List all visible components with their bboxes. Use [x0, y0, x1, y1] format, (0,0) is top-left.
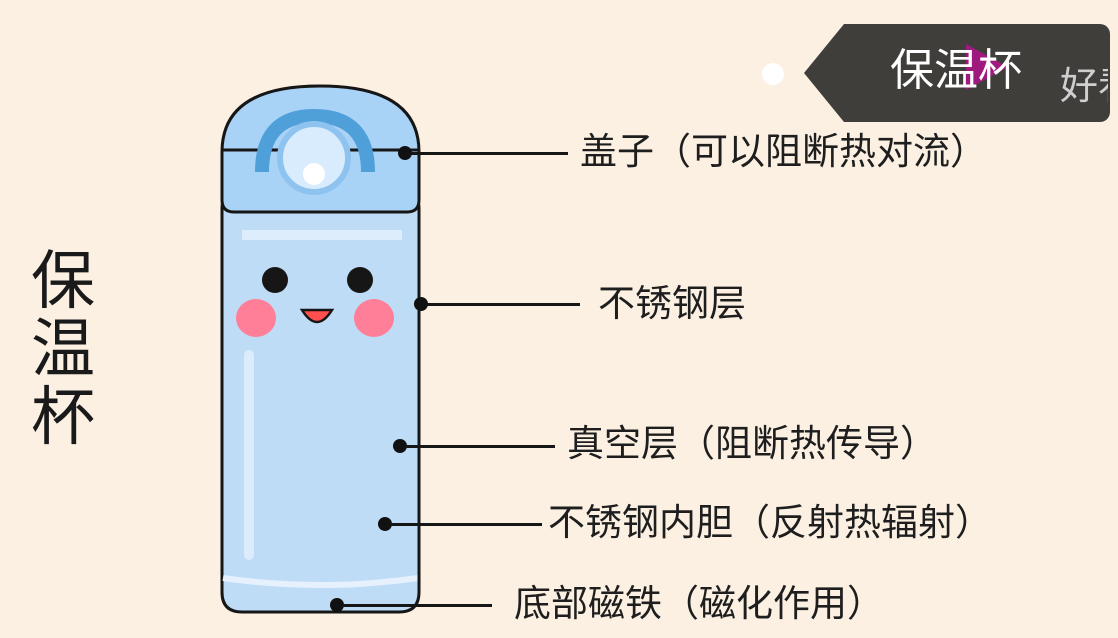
bottle-highlight	[242, 230, 402, 240]
lid-pointer-dot	[398, 146, 412, 160]
bottle-shine	[244, 350, 254, 560]
bottom-magnet-leader-line	[342, 604, 492, 607]
watermark-text: 好看	[1060, 64, 1108, 108]
lid-handle	[255, 108, 375, 173]
bottle-bottom-band	[222, 575, 419, 588]
toast-title: 保温杯	[890, 45, 1022, 96]
bottom-magnet-pointer-dot	[330, 598, 344, 612]
vacuum-layer-leader-line	[405, 445, 555, 448]
steel-layer-pointer-dot	[414, 297, 428, 311]
lid-leader-line	[410, 152, 568, 155]
right-eye	[347, 267, 373, 293]
inner-liner-pointer-dot	[378, 517, 392, 531]
slide-indicator-dot	[762, 63, 784, 85]
steel-layer-label: 不锈钢层	[598, 282, 746, 325]
lid-label: 盖子（可以阻断热对流）	[580, 130, 987, 173]
vacuum-layer-label: 真空层（阻断热传导）	[567, 422, 937, 465]
steel-layer-leader-line	[426, 303, 580, 306]
inner-liner-label: 不锈钢内胆（反射热辐射）	[548, 501, 992, 544]
side-title: 保温杯	[31, 245, 95, 455]
play-icon	[966, 44, 1008, 90]
right-cheek	[354, 299, 394, 337]
vacuum-layer-pointer-dot	[393, 439, 407, 453]
left-cheek	[236, 299, 276, 337]
inner-liner-leader-line	[390, 523, 542, 526]
lid-button	[277, 121, 351, 195]
left-eye	[262, 267, 288, 293]
title-toast	[804, 24, 1110, 122]
bottom-magnet-label: 底部磁铁（磁化作用）	[514, 582, 884, 625]
lid-button-center	[303, 163, 325, 185]
mouth	[299, 308, 335, 324]
